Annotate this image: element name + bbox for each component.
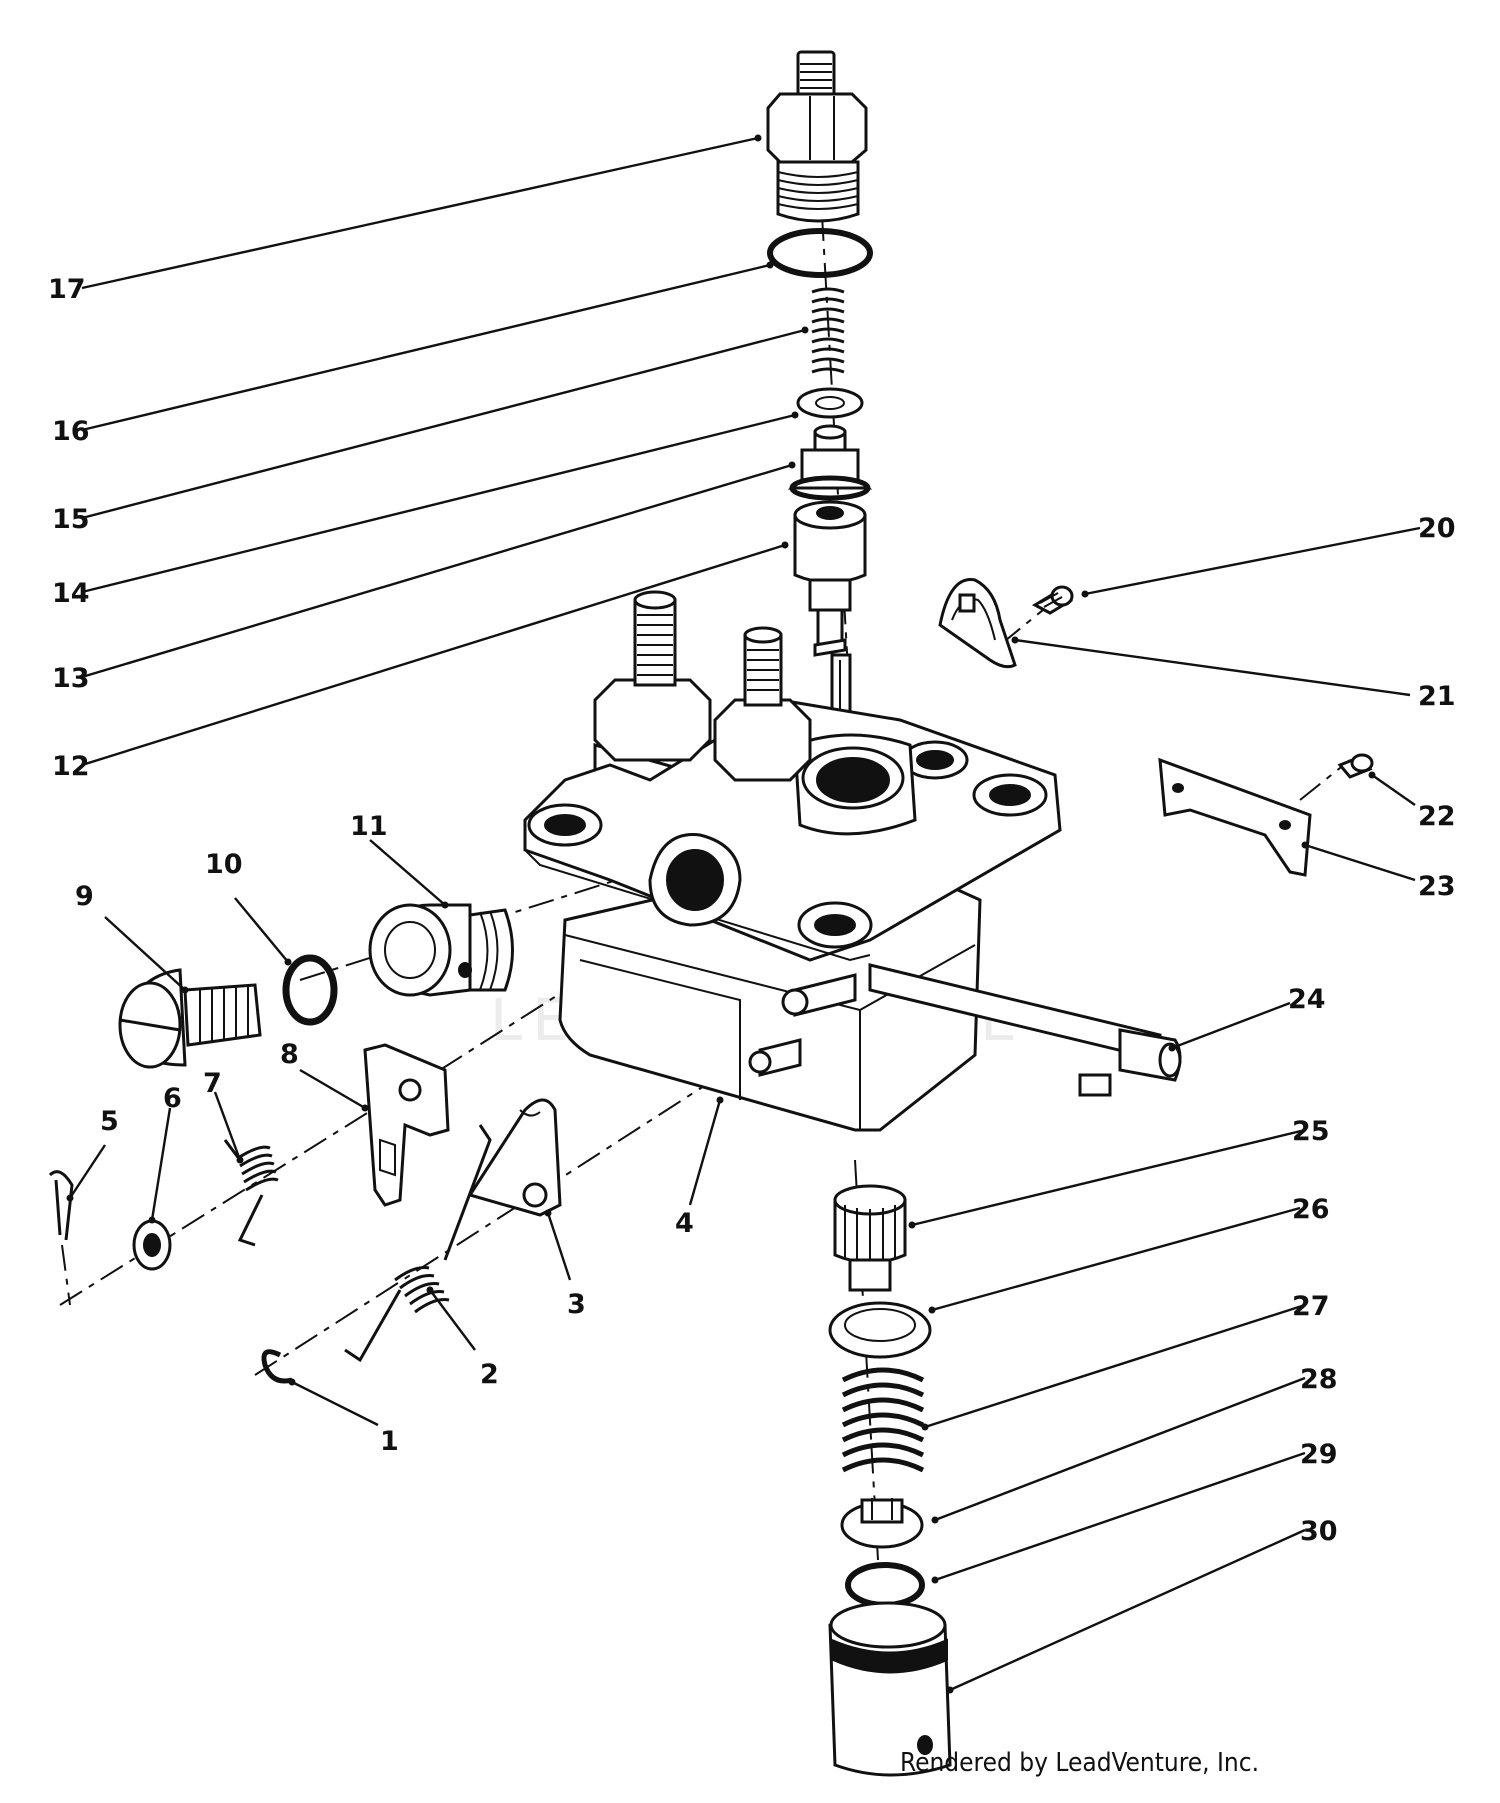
label-11: 11 — [350, 811, 388, 842]
part-20-screw — [1031, 585, 1074, 615]
part-7-spring — [223, 1139, 279, 1247]
label-10: 10 — [205, 849, 243, 880]
part-1-clip — [261, 1349, 293, 1384]
part-4-pump-body — [523, 590, 1182, 1132]
label-20: 20 — [1418, 513, 1456, 544]
label-25: 25 — [1292, 1116, 1330, 1147]
part-labels: 17 16 15 14 13 12 20 21 22 23 24 25 26 2… — [48, 274, 1456, 1547]
axis-pin-5 — [61, 1244, 71, 1306]
label-7: 7 — [203, 1068, 222, 1099]
part-16-o-ring — [767, 228, 873, 278]
part-5-cotter-pin — [48, 1170, 74, 1241]
label-1: 1 — [380, 1426, 399, 1457]
part-11-banjo-fitting — [368, 903, 514, 997]
part-12-plunger-barrel — [793, 500, 867, 735]
part-27-plunger-spring — [841, 1367, 925, 1473]
label-12: 12 — [52, 751, 90, 782]
label-3: 3 — [567, 1289, 586, 1320]
part-17-delivery-valve-holder — [766, 50, 868, 223]
label-8: 8 — [280, 1039, 299, 1070]
label-14: 14 — [52, 578, 90, 609]
part-9-banjo-bolt — [118, 968, 262, 1069]
part-10-o-ring — [282, 954, 338, 1026]
label-4: 4 — [675, 1208, 694, 1239]
leader-lines — [66, 134, 1421, 1694]
part-3-lever — [467, 1098, 562, 1217]
label-28: 28 — [1300, 1364, 1338, 1395]
part-8-plate — [363, 1043, 450, 1207]
label-16: 16 — [52, 416, 90, 447]
part-15-spring — [811, 287, 845, 374]
part-29-ring — [845, 1562, 925, 1608]
part-28-spring-seat — [840, 1498, 924, 1549]
part-6-washer — [132, 1219, 172, 1271]
part-2-spring — [344, 1124, 492, 1363]
label-23: 23 — [1418, 871, 1456, 902]
part-26-washer — [828, 1301, 932, 1359]
label-26: 26 — [1292, 1194, 1330, 1225]
label-5: 5 — [100, 1106, 119, 1137]
part-13-delivery-valve — [787, 424, 873, 501]
part-14-washer — [796, 387, 864, 419]
part-25-control-sleeve — [833, 1184, 907, 1292]
label-24: 24 — [1288, 984, 1326, 1015]
label-17: 17 — [48, 274, 86, 305]
label-15: 15 — [52, 504, 90, 535]
label-22: 22 — [1418, 801, 1456, 832]
label-27: 27 — [1292, 1291, 1330, 1322]
label-2: 2 — [480, 1359, 499, 1390]
label-29: 29 — [1300, 1439, 1338, 1470]
label-13: 13 — [52, 663, 90, 694]
part-30-tappet — [828, 1601, 952, 1777]
label-6: 6 — [163, 1083, 182, 1114]
part-21-lever — [938, 578, 1017, 669]
part-22-screw — [1337, 753, 1374, 779]
part-23-cover-plate — [1158, 757, 1312, 877]
axis-pin-lower — [254, 1049, 761, 1376]
label-21: 21 — [1418, 681, 1456, 712]
axis-pin-left — [59, 1079, 421, 1306]
render-credit: Rendered by LeadVenture, Inc. — [900, 1748, 1260, 1778]
label-30: 30 — [1300, 1516, 1338, 1547]
label-9: 9 — [75, 881, 94, 912]
